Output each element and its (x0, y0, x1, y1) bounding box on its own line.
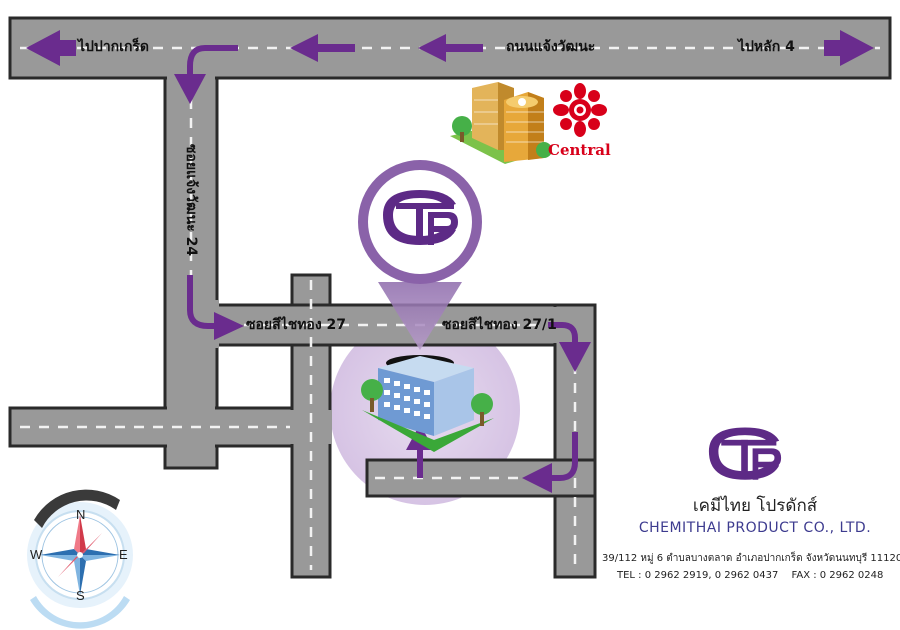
arrow-left-icon (418, 34, 483, 62)
vertical-road-name: ซอยแจ้งวัฒนะ 24 (183, 143, 199, 257)
tree-icon (471, 393, 493, 426)
top-road-left-direction: ไปปากเกร็ด (78, 39, 150, 55)
compass-east-label: E (119, 547, 128, 562)
company-name-english: CHEMITHAI PRODUCT CO., LTD. (638, 520, 872, 536)
ctp-logo-icon (383, 190, 458, 245)
compass-icon (27, 489, 133, 629)
turn-arrow-icon (548, 322, 578, 350)
company-name-thai: เคมีไทย โปรดักส์ (692, 496, 818, 516)
compass-south-label: S (76, 588, 85, 603)
tree-icon (452, 116, 472, 142)
top-road-name: ถนนแจ้งวัฒนะ (506, 39, 596, 55)
road-center-lines (20, 46, 880, 570)
tree-icon (361, 379, 383, 412)
company-fax: FAX : 0 2962 0248 (791, 570, 884, 581)
arrow-left-icon (26, 30, 76, 66)
turn-arrow-icon (187, 45, 238, 82)
arrow-left-icon (290, 34, 355, 62)
route-arrows (26, 30, 874, 493)
middle-road-right-name: ซอยสีไชทอง 27/1 (442, 317, 557, 333)
compass-north-label: N (76, 507, 86, 522)
arrow-right-icon (824, 30, 874, 66)
middle-road-left-name: ซอยสีไชทอง 27 (246, 317, 347, 333)
company-building-icon (361, 355, 494, 452)
central-logo-icon (553, 83, 607, 137)
tree-icon (536, 142, 552, 158)
company-tel: TEL : 0 2962 2919, 0 2962 0437 (617, 570, 779, 581)
ctp-logo-icon (708, 427, 782, 480)
company-contact: TEL : 0 2962 2919, 0 2962 0437 FAX : 0 2… (617, 570, 900, 581)
turn-arrow-icon (187, 275, 222, 329)
central-department-store-icon (450, 82, 607, 164)
location-pin-icon (358, 160, 482, 350)
turn-arrow-icon (548, 432, 578, 481)
top-road-right-direction: ไปหลัก 4 (738, 39, 795, 55)
compass-west-label: W (30, 547, 43, 562)
company-address: 39/112 หมู่ 6 ตำบลบางตลาด อำเภอปากเกร็ด … (602, 553, 900, 564)
central-landmark-label: Central (548, 141, 611, 159)
